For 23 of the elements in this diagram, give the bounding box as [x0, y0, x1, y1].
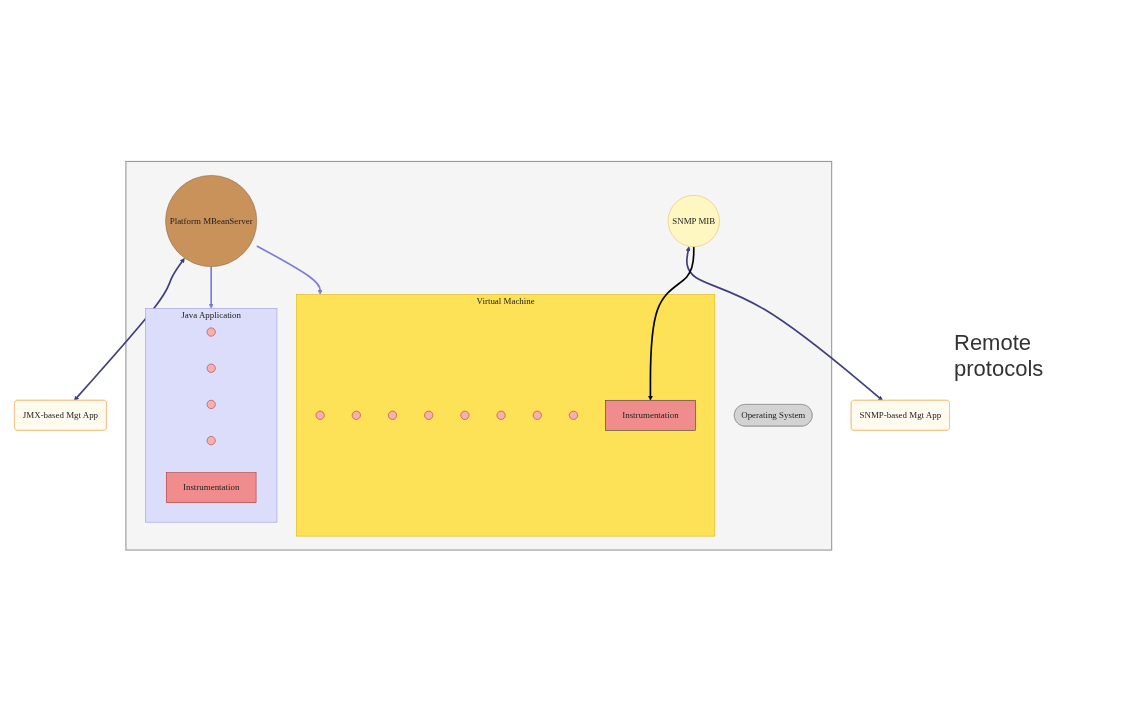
node-circle	[206, 363, 216, 373]
node-box: Instrumentation	[166, 472, 257, 503]
arrow	[208, 265, 214, 309]
node-circle	[206, 327, 216, 337]
node-box: Instrumentation	[605, 399, 696, 431]
node-circle	[206, 435, 216, 445]
arrow	[685, 246, 883, 401]
cluster	[125, 160, 833, 551]
node-circle	[460, 410, 470, 420]
arrow	[73, 257, 185, 401]
node-circle	[496, 410, 506, 420]
node-circle: SNMP MIB	[667, 194, 720, 247]
node-circle	[315, 410, 325, 420]
note-text: Remote protocols	[954, 329, 1045, 382]
node-circle: Platform MBeanServer	[165, 174, 258, 267]
node-circle	[569, 410, 578, 420]
arrow	[647, 245, 695, 401]
arrow	[255, 244, 323, 295]
node-circle	[424, 410, 434, 420]
node-circle	[206, 399, 216, 409]
node-circle	[351, 410, 361, 420]
node-circle	[388, 410, 397, 420]
node-circle	[532, 410, 542, 420]
